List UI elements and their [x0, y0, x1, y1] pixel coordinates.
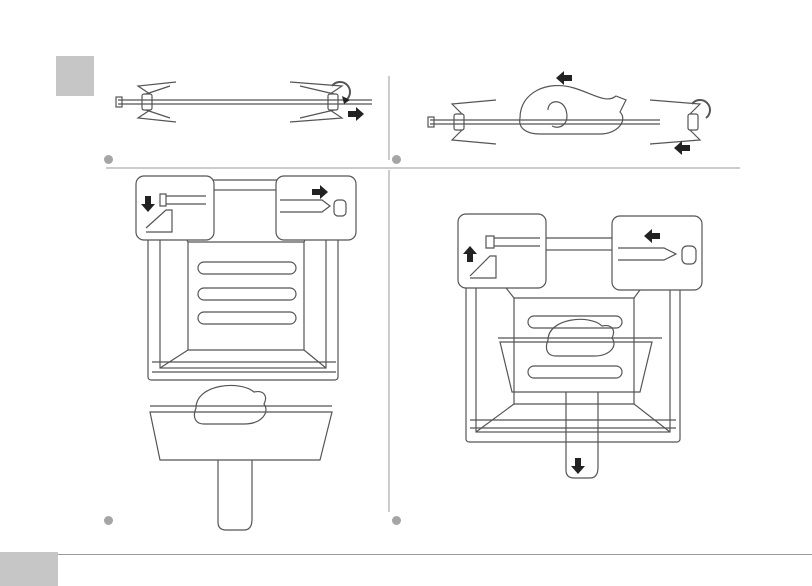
- spit-figure-b: [428, 86, 710, 144]
- lifter-figure-d: [498, 319, 662, 478]
- arrow-icon-a-out: [348, 107, 364, 121]
- spit-figure-a: [116, 82, 372, 122]
- arrow-icon-d-down: [571, 458, 585, 474]
- arrow-icon-b-bottom: [674, 141, 690, 155]
- arrow-icon-b-top: [556, 71, 572, 85]
- lifter-figure-c: [150, 385, 332, 530]
- zoom-box-d-right: [612, 216, 702, 290]
- zoom-box-c-right: [276, 176, 356, 240]
